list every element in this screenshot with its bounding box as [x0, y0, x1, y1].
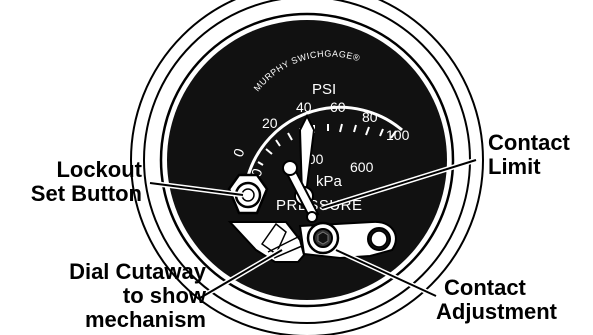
dial-cutaway-line3: mechanism [84, 307, 206, 332]
contact-limit-line1: Contact [488, 130, 570, 155]
contact-adjustment-line1: Contact [444, 275, 526, 300]
contact-adjustment-label: Contact Adjustment [436, 276, 557, 324]
dial-cutaway-line1: Dial Cutaway [69, 259, 206, 284]
contact-limit-line2: Limit [488, 154, 541, 179]
contact-limit-label: Contact Limit [488, 131, 570, 179]
psi-tick-20: 20 [262, 115, 278, 131]
scale-arc [246, 105, 403, 177]
lockout-label-line1: Lockout [56, 157, 142, 182]
lockout-leader-line [149, 182, 244, 196]
lockout-label-line2: Set Button [30, 181, 142, 206]
kpa-unit: kPa [316, 173, 343, 190]
contact-adjustment-leader-line [335, 249, 437, 297]
psi-tick-80: 80 [362, 109, 378, 125]
psi-tick-40: 40 [296, 99, 312, 115]
kpa-tick-600: 600 [350, 159, 374, 175]
psi-tick-60: 60 [330, 99, 346, 115]
psi-unit: PSI [312, 81, 336, 98]
contact-adjustment-line2: Adjustment [436, 299, 557, 324]
dial-cutaway-line2: to show [122, 283, 206, 308]
dial-cutaway-leader-line [199, 249, 283, 299]
psi-tick-100: 100 [386, 127, 410, 143]
contact-limit-leader-line [321, 159, 477, 209]
dial-cutaway-label: Dial Cutaway to show mechanism [34, 260, 206, 332]
lockout-set-button-label: Lockout Set Button [31, 157, 142, 206]
